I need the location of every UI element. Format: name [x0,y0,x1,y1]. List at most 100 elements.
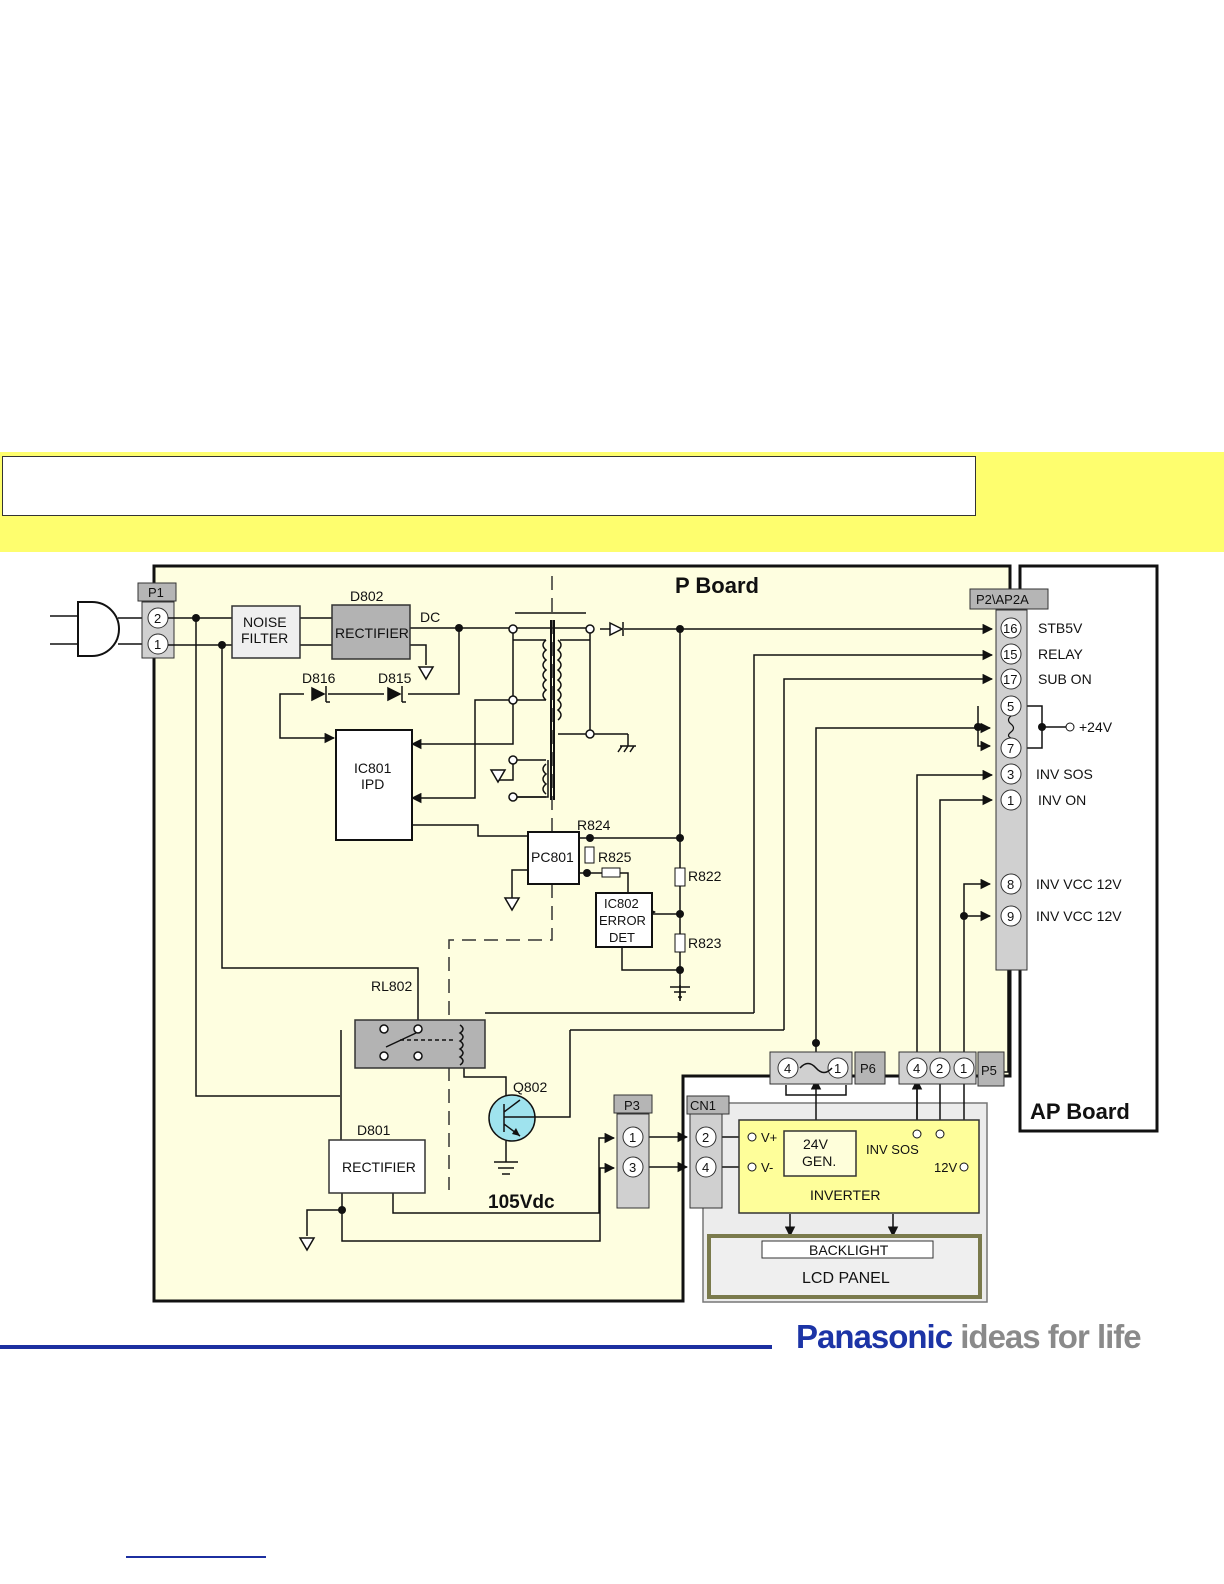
inv-sos-inner-label: INV SOS [866,1142,919,1157]
title-box [2,456,976,516]
ground-icon [670,986,690,998]
backlight-label: BACKLIGHT [809,1242,889,1258]
p2-pin-label: SUB ON [1038,671,1092,687]
vminus-label: V- [761,1160,773,1175]
p2-pin: 3 [1007,767,1014,782]
p1-pin-2: 2 [154,611,161,626]
ic802-label-2: ERROR [599,913,646,928]
bottom-link-underline [126,1556,266,1558]
p2-pin: 15 [1003,647,1017,662]
rectifier-top-block [331,604,411,660]
p2-pin: 1 [1007,793,1014,808]
p2-pins: 16 STB5V 15 RELAY 17 SUB ON 5 7 3 INV SO… [1000,617,1122,927]
cn1-pin-2: 2 [702,1130,709,1145]
p2-pin: 9 [1007,909,1014,924]
internal-fuse-icon [1007,715,1015,739]
connector-p6-label: P6 [860,1061,876,1076]
inverter-label: INVERTER [810,1187,881,1203]
noise-filter-block [231,605,301,659]
ic802-block [595,892,653,948]
p1-pin-1: 1 [154,637,161,652]
ic802-label-3: DET [609,930,635,945]
brand-name: Panasonic [796,1318,953,1355]
brand-tagline: ideas for life [960,1318,1141,1355]
noise-filter-label-2: FILTER [241,630,288,646]
p3-pin-1: 1 [629,1130,636,1145]
connector-p5-label: P5 [981,1063,997,1078]
ap-board-outline [1018,564,1159,1133]
p2-pin: 17 [1003,672,1017,687]
transformer-icon [513,612,590,800]
rectifier-bottom-block [328,1139,426,1194]
p2-pin-label: INV ON [1038,792,1086,808]
transistor-q802-icon [488,1094,536,1142]
ground-icon [417,666,435,681]
diode-d815-icon [387,686,406,703]
dc-label: DC [420,609,440,625]
r822-label: R822 [688,868,722,884]
plus24-label: +24V [1079,719,1113,735]
gen24-label-1: 24V [803,1136,829,1152]
connector-cn1-label: CN1 [690,1098,716,1113]
gen24-block [783,1130,857,1177]
ic801-label-1: IC801 [354,760,392,776]
ground-icon [298,1237,316,1252]
r824-label: R824 [577,817,611,833]
ic801-label-2: IPD [361,776,384,792]
p2-pin: 5 [1007,699,1014,714]
r825-label: R825 [598,849,632,865]
inverter-block [738,1119,980,1214]
diode-output-icon [609,621,624,637]
p2-pin: 7 [1007,741,1014,756]
resistor-r825-icon [584,846,595,864]
footer-rule [0,1345,772,1349]
r823-label: R823 [688,935,722,951]
noise-filter-label-1: NOISE [243,614,287,630]
ground-icon [503,897,521,912]
v12-inner-label: 12V [934,1160,957,1175]
ic802-label-1: IC802 [604,896,639,911]
ground-icon [489,769,507,784]
panasonic-logo: Panasonic ideas for life [796,1318,1142,1356]
relay-contacts-icon [379,1024,464,1066]
d802-label: D802 [350,588,384,604]
gen24-label-2: GEN. [802,1153,836,1169]
ap-board-label: AP Board [1030,1099,1130,1124]
ac-plug-icon [50,601,144,657]
ic801-block [335,729,413,841]
junction-dots [192,614,1046,1214]
resistor-r823-icon [674,933,686,953]
p6-pin-1: 1 [834,1061,841,1076]
d801-label: D801 [357,1122,391,1138]
p2-pin-label: INV VCC 12V [1036,908,1122,924]
d816-label: D816 [302,670,336,686]
rectifier-top-label: RECTIFIER [335,625,409,641]
p5-pin-4: 4 [913,1061,920,1076]
p2-pin-label: STB5V [1038,620,1083,636]
p2-pin: 16 [1003,621,1017,636]
p2-pin-label: RELAY [1038,646,1084,662]
vdc-label: 105Vdc [488,1192,555,1213]
block-diagram: P Board AP Board P1 2 1 [50,564,1159,1303]
p5-pin-1: 1 [960,1061,967,1076]
rectifier-bottom-label: RECTIFIER [342,1159,416,1175]
connector-p2-label: P2\AP2A [976,592,1029,607]
p5-pin-2: 2 [936,1061,943,1076]
diode-d816-icon [311,686,330,703]
p2-pin: 8 [1007,877,1014,892]
lcd-panel-label: LCD PANEL [802,1270,890,1287]
pc801-block [527,831,580,885]
connector-p3-label: P3 [624,1098,640,1113]
connector-p1-label: P1 [148,585,164,600]
chassis-ground-icon [617,734,636,753]
p2-pin-label: INV SOS [1036,766,1093,782]
title-banner [0,452,1224,552]
vplus-label: V+ [761,1130,777,1145]
backlight-block [761,1240,934,1259]
connector-p1: P1 2 1 [137,582,177,659]
q802-label: Q802 [513,1079,547,1095]
pc801-label: PC801 [531,849,574,865]
p-board-label: P Board [675,573,759,598]
resistor-r822-icon [674,867,686,887]
resistor-series-icon [601,867,621,878]
